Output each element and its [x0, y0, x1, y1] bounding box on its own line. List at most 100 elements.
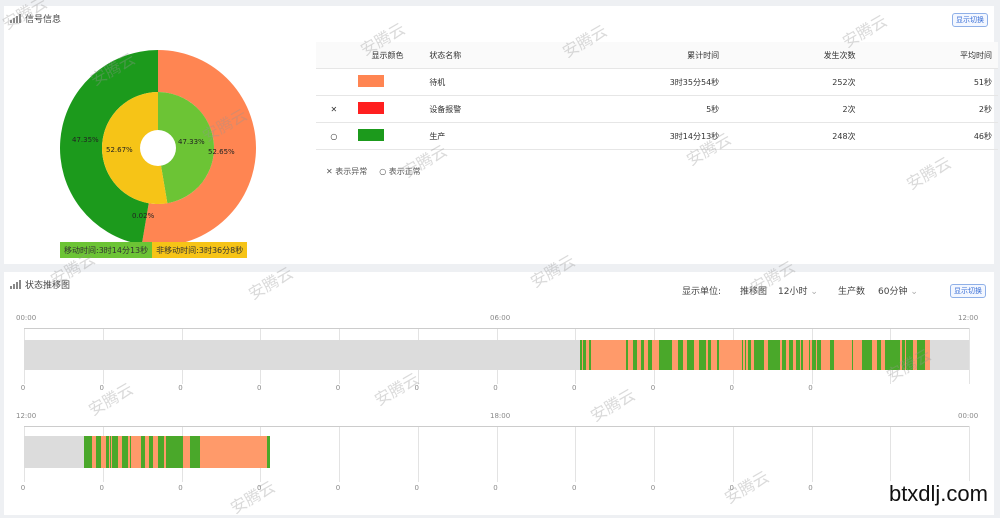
production-segment	[141, 436, 145, 468]
production-segment	[669, 340, 672, 370]
idle-segment	[264, 436, 267, 468]
idle-segment	[644, 340, 648, 370]
status-donut-chart: 47.35% 52.65% 47.33% 52.67% 0.02%	[60, 50, 256, 246]
color-swatch	[357, 102, 384, 114]
production-segment	[762, 340, 764, 370]
time-legend: 移动时间:3时14分13秒 非移动时间:3时36分8秒	[60, 242, 248, 258]
production-segment	[758, 340, 762, 370]
production-segment	[168, 436, 172, 468]
outer-label-idle: 52.65%	[208, 148, 235, 156]
idle-segment	[736, 340, 738, 370]
idle-segment	[591, 340, 594, 370]
normal-note: 表示正常	[388, 167, 421, 176]
count-value: 0	[99, 484, 104, 492]
row-mark: ✕	[316, 95, 352, 123]
idle-segment	[203, 436, 204, 468]
idle-segment	[848, 340, 850, 370]
count-value: 0	[572, 484, 577, 492]
idle-segment	[612, 340, 614, 370]
production-segment	[708, 340, 711, 370]
idle-segment	[872, 340, 876, 370]
idle-segment	[715, 340, 717, 370]
production-segment	[705, 340, 706, 370]
production-segment	[717, 340, 719, 370]
status-trend-panel: 状态推移图 显示单位: 推移图 12小时 ⌄ 生产数 60分钟 ⌄ 显示切换 0…	[4, 272, 994, 515]
idle-segment	[260, 436, 261, 468]
idle-segment	[617, 340, 618, 370]
idle-segment	[228, 436, 231, 468]
production-segment	[687, 340, 688, 370]
idle-segment	[187, 436, 190, 468]
idle-segment	[837, 340, 839, 370]
idle-segment	[744, 340, 745, 370]
row-name: 生产	[423, 122, 638, 150]
production-segment	[782, 340, 786, 370]
production-segment	[190, 436, 194, 468]
production-segment	[268, 436, 270, 468]
production-select[interactable]: 60分钟 ⌄	[878, 287, 918, 297]
production-segment	[902, 340, 905, 370]
idle-segment	[824, 340, 828, 370]
idle-segment	[876, 340, 877, 370]
production-segment	[84, 436, 87, 468]
count-value: 0	[729, 484, 734, 492]
production-segment	[661, 340, 665, 370]
production-segment	[122, 436, 125, 468]
idle-segment	[232, 436, 233, 468]
table-row[interactable]: 待机 3时35分54秒 252次 51秒	[316, 68, 998, 96]
display-toggle-button[interactable]: 显示切换	[952, 13, 988, 27]
production-segment	[626, 340, 627, 370]
chevron-down-icon: ⌄	[810, 287, 818, 297]
tick-start: 12:00	[16, 412, 37, 420]
tick-mid: 06:00	[490, 314, 511, 322]
idle-segment	[706, 340, 707, 370]
production-segment	[770, 340, 774, 370]
idle-segment	[135, 436, 139, 468]
production-segment	[862, 340, 865, 370]
production-segment	[754, 340, 755, 370]
count-value: 0	[414, 384, 419, 392]
idle-segment	[214, 436, 218, 468]
production-segment	[106, 436, 109, 468]
idle-segment	[675, 340, 677, 370]
idle-segment	[835, 340, 837, 370]
idle-segment	[104, 436, 106, 468]
production-segment	[194, 436, 196, 468]
status-track	[24, 340, 969, 370]
table-row[interactable]: ○ 生产 3时14分13秒 248次 46秒	[316, 122, 998, 150]
count-value: 0	[808, 484, 813, 492]
count-value: 0	[650, 484, 656, 492]
production-segment	[665, 340, 669, 370]
trend-select[interactable]: 12小时 ⌄	[778, 287, 818, 297]
inner-slice-nonmoving	[102, 92, 168, 205]
production-segment	[100, 436, 101, 468]
idle-segment	[844, 340, 848, 370]
production-segment	[688, 340, 690, 370]
idle-segment	[244, 436, 247, 468]
idle-segment	[684, 340, 687, 370]
idle-segment	[101, 436, 104, 468]
idle-segment	[202, 436, 203, 468]
production-segment	[817, 340, 818, 370]
idle-segment	[145, 436, 148, 468]
table-row[interactable]: ✕ 设备报警 5秒 2次 2秒	[316, 95, 998, 123]
idle-segment	[630, 340, 633, 370]
production-segment	[812, 340, 816, 370]
production-segment	[125, 436, 128, 468]
trend-toggle-button[interactable]: 显示切换	[950, 284, 986, 298]
idle-segment	[883, 340, 885, 370]
production-segment	[589, 340, 591, 370]
production-segment	[878, 340, 881, 370]
idle-segment	[719, 340, 720, 370]
idle-segment	[94, 436, 96, 468]
production-segment	[923, 340, 925, 370]
count-value: 0	[572, 384, 577, 392]
panel-title: 信号信息	[10, 12, 61, 25]
production-segment	[877, 340, 878, 370]
production-segment	[641, 340, 644, 370]
production-segment	[777, 340, 780, 370]
production-segment	[180, 436, 182, 468]
idle-segment	[594, 340, 596, 370]
header-mark	[316, 42, 352, 69]
count-value: 0	[493, 484, 498, 492]
